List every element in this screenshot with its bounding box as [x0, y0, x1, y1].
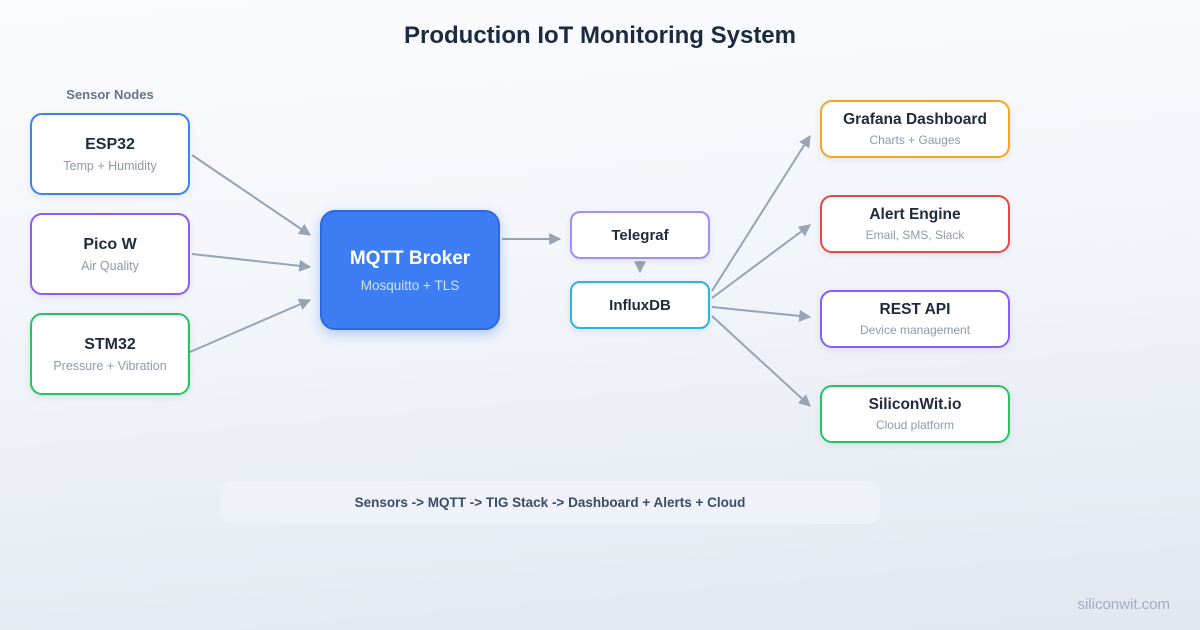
node-siliconwit: SiliconWit.io Cloud platform [820, 385, 1010, 443]
node-mqtt-title: MQTT Broker [349, 247, 471, 269]
edge-influxdb-alert [711, 224, 811, 299]
node-stm32: STM32 Pressure + Vibration [30, 313, 190, 395]
edge-influxdb-grafana [711, 134, 811, 292]
node-telegraf-title: Telegraf [611, 226, 669, 244]
sensor-nodes-label: Sensor Nodes [66, 87, 154, 102]
node-stm32-subtitle: Pressure + Vibration [53, 358, 167, 373]
node-alert-engine: Alert Engine Email, SMS, Slack [820, 195, 1010, 253]
flow-summary-banner: Sensors -> MQTT -> TIG Stack -> Dashboar… [220, 481, 880, 524]
node-mqtt-broker: MQTT Broker Mosquitto + TLS [320, 210, 500, 330]
node-grafana-subtitle: Charts + Gauges [869, 133, 961, 147]
edge-picow-mqtt [191, 253, 312, 272]
node-alert-title: Alert Engine [869, 206, 961, 223]
node-picow-subtitle: Air Quality [81, 258, 139, 273]
node-siliconwit-title: SiliconWit.io [868, 396, 962, 413]
node-picow-title: Pico W [83, 235, 137, 253]
footer-watermark: siliconwit.com [1077, 596, 1170, 613]
node-restapi-title: REST API [879, 301, 951, 318]
node-picow: Pico W Air Quality [30, 213, 190, 295]
node-esp32: ESP32 Temp + Humidity [30, 113, 190, 195]
node-siliconwit-subtitle: Cloud platform [875, 418, 955, 432]
node-telegraf: Telegraf [570, 211, 710, 259]
node-esp32-title: ESP32 [85, 135, 135, 153]
node-restapi-subtitle: Device management [859, 323, 971, 337]
node-grafana-title: Grafana Dashboard [843, 111, 987, 128]
flow-summary-text: Sensors -> MQTT -> TIG Stack -> Dashboar… [354, 495, 746, 510]
page-title: Production IoT Monitoring System [404, 22, 796, 49]
node-influxdb-title: InfluxDB [609, 296, 671, 314]
node-grafana: Grafana Dashboard Charts + Gauges [820, 100, 1010, 158]
edge-influxdb-siliconwit [711, 315, 811, 407]
node-esp32-subtitle: Temp + Humidity [63, 158, 157, 173]
edge-stm32-mqtt [189, 298, 312, 353]
node-rest-api: REST API Device management [820, 290, 1010, 348]
edge-esp32-mqtt [191, 154, 311, 236]
edge-influxdb-restapi [711, 306, 812, 322]
node-alert-subtitle: Email, SMS, Slack [865, 228, 965, 242]
node-stm32-title: STM32 [84, 335, 136, 353]
node-mqtt-subtitle: Mosquitto + TLS [360, 277, 460, 293]
node-influxdb: InfluxDB [570, 281, 710, 329]
